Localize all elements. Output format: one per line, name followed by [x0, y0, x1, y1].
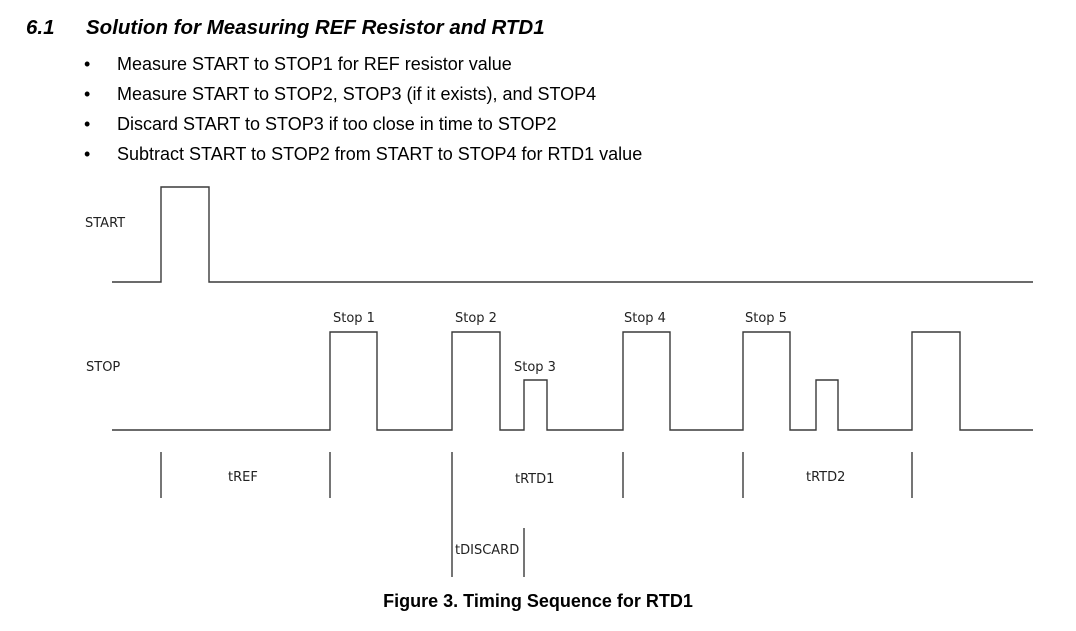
tref-label: tREF [228, 470, 258, 485]
bullet-item: • Subtract START to STOP2 from START to S… [84, 142, 642, 172]
bullet-icon: • [84, 54, 91, 74]
start-signal-label: START [85, 216, 125, 231]
figure-caption: Figure 3. Timing Sequence for RTD1 [383, 591, 693, 611]
tdiscard-label: tDISCARD [455, 543, 519, 558]
stop2-label: Stop 2 [455, 311, 497, 326]
stop4-label: Stop 4 [624, 311, 666, 326]
section-heading: 6.1 Solution for Measuring REF Resistor a… [26, 16, 545, 40]
bullet-icon: • [84, 144, 91, 164]
start-waveform [112, 186, 1033, 283]
bullet-icon: • [84, 114, 91, 134]
bullet-list: • Measure START to STOP1 for REF resistor… [84, 52, 642, 172]
bullet-item: • Measure START to STOP2, STOP3 (if it ex… [84, 82, 642, 112]
section-number: 6.1 [26, 16, 55, 39]
bullet-icon: • [84, 84, 91, 104]
stop5-label: Stop 5 [745, 311, 787, 326]
bullet-text: Measure START to STOP1 for REF resistor … [117, 54, 512, 74]
bullet-text: Subtract START to STOP2 from START to ST… [117, 144, 643, 164]
stop-waveform [112, 331, 1033, 431]
trtd1-label: tRTD1 [515, 472, 554, 487]
trtd2-label: tRTD2 [806, 470, 845, 485]
stop1-label: Stop 1 [333, 311, 375, 326]
bullet-item: • Discard START to STOP3 if too close in … [84, 112, 642, 142]
bullet-text: Discard START to STOP3 if too close in t… [117, 114, 557, 134]
bullet-item: • Measure START to STOP1 for REF resistor… [84, 52, 642, 82]
stop3-label: Stop 3 [514, 360, 556, 375]
stop-signal-label: STOP [86, 360, 120, 375]
bullet-text: Measure START to STOP2, STOP3 (if it exi… [117, 84, 597, 104]
section-title: Solution for Measuring REF Resistor and … [86, 16, 545, 39]
